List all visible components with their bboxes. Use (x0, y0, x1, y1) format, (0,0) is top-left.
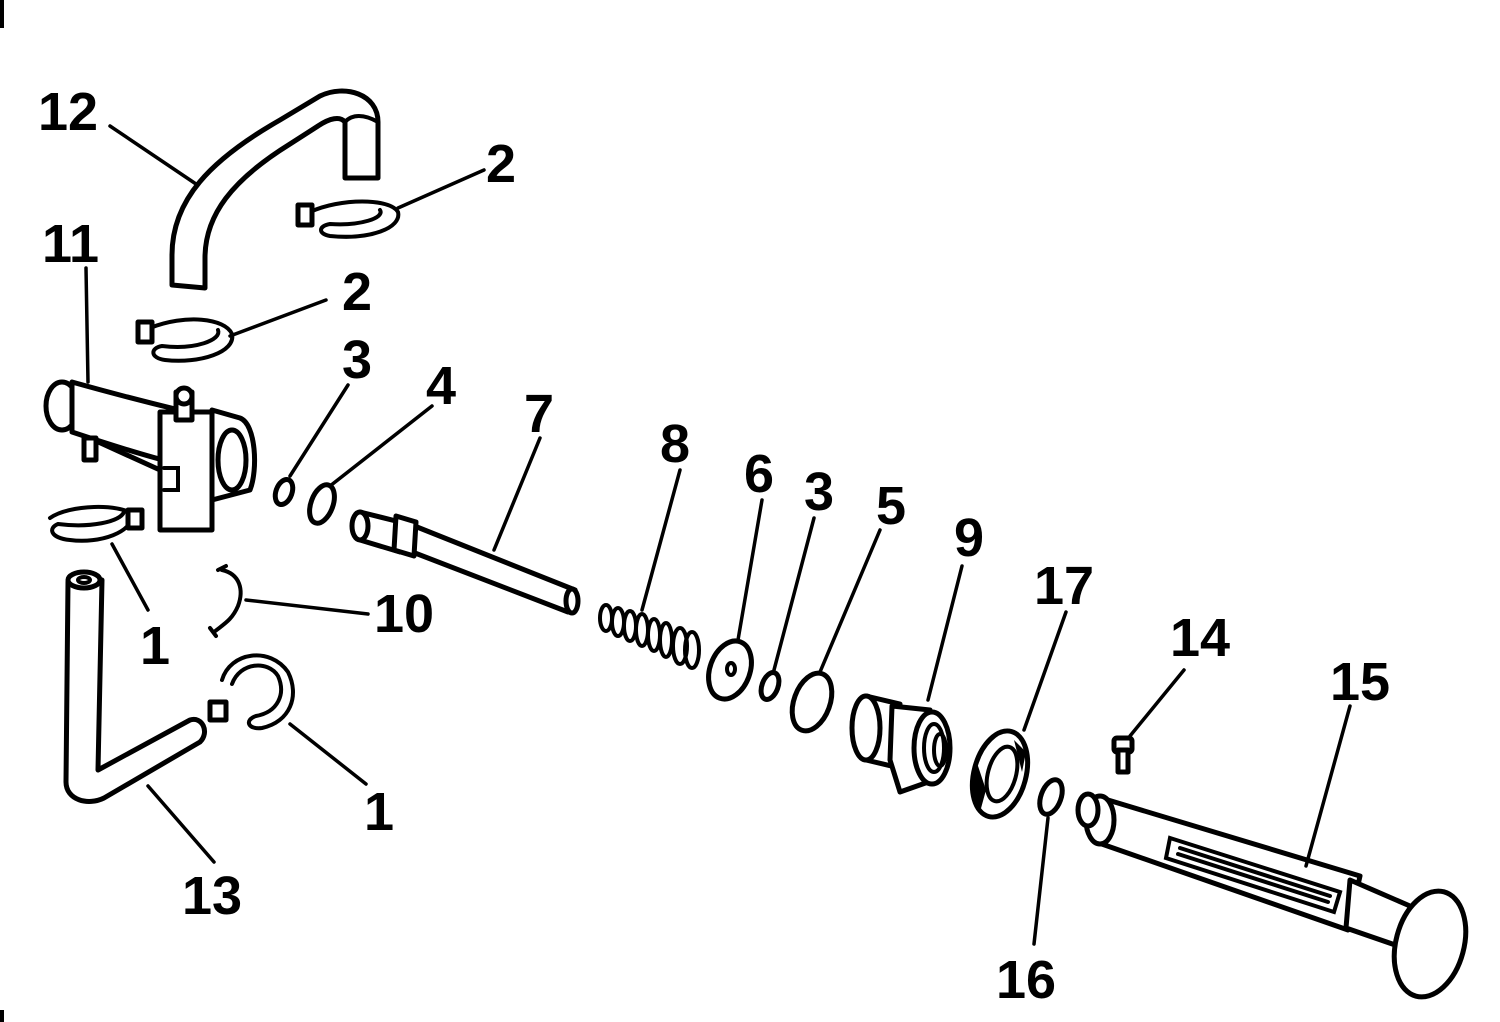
leader-17 (1022, 610, 1068, 732)
callout-4: 4 (426, 356, 456, 416)
handle-shaft-part-15 (1075, 791, 1469, 1000)
corner-mark-bottom (0, 1010, 4, 1022)
leader-1b (288, 722, 368, 786)
callout-10: 10 (374, 584, 434, 644)
spring-part-8 (598, 603, 701, 670)
o-ring-part-3-right (758, 670, 782, 702)
leader-2b (228, 298, 328, 338)
hose-clamp-part-1-upper (48, 505, 145, 543)
leader-12 (108, 124, 198, 186)
retaining-nut-part-17 (969, 728, 1031, 820)
leader-15 (1304, 704, 1352, 868)
callout-12: 12 (38, 82, 98, 142)
callout-17: 17 (1034, 556, 1094, 616)
leader-11 (84, 266, 90, 384)
callout-8: 8 (660, 414, 690, 474)
leader-16 (1032, 816, 1050, 946)
leader-8 (640, 468, 682, 612)
bushing-nut-part-9 (849, 693, 953, 795)
o-ring-part-16 (1037, 777, 1065, 817)
callout-13: 13 (182, 866, 242, 926)
leader-9 (926, 564, 964, 702)
callout-2-lower: 2 (342, 262, 372, 322)
o-ring-part-5 (789, 670, 835, 734)
leader-2a (396, 168, 486, 210)
retaining-clip-part-10-end (208, 564, 228, 638)
washer-part-6 (706, 638, 754, 702)
leader-4 (328, 404, 434, 488)
callout-1-upper: 1 (140, 616, 170, 676)
callout-1-lower: 1 (364, 782, 394, 842)
leader-10 (244, 598, 370, 616)
leader-5 (818, 528, 882, 674)
callout-2-upper: 2 (486, 134, 516, 194)
callout-9: 9 (954, 508, 984, 568)
callout-7: 7 (524, 384, 554, 444)
callout-3-right: 3 (804, 462, 834, 522)
callout-3-left: 3 (342, 330, 372, 390)
valve-body-part-11 (43, 379, 258, 533)
callout-11: 11 (42, 214, 99, 274)
valve-shaft-part-7 (349, 509, 581, 616)
leader-1a (110, 542, 150, 612)
hose-clamp-part-2-upper (295, 199, 401, 239)
screw-part-14 (1111, 735, 1135, 775)
leader-14 (1128, 668, 1186, 738)
callout-6: 6 (744, 444, 774, 504)
lower-hose-part-13 (63, 569, 207, 804)
upper-hose-part-12 (169, 88, 381, 291)
leader-6 (736, 498, 764, 642)
callout-15: 15 (1330, 652, 1390, 712)
leader-13 (146, 784, 216, 864)
hose-clamp-part-1-lower (207, 653, 295, 731)
leader-3a (288, 383, 350, 478)
corner-mark-top (0, 0, 4, 28)
retaining-clip-part-10 (212, 568, 243, 634)
hose-clamp-part-2-lower (135, 317, 235, 363)
leader-7 (492, 436, 542, 552)
callout-16: 16 (996, 950, 1056, 1010)
leader-3b (772, 516, 816, 672)
callout-14: 14 (1170, 608, 1230, 668)
o-ring-part-4 (307, 482, 337, 526)
callout-5: 5 (876, 476, 906, 536)
o-ring-part-3-left (272, 476, 296, 508)
